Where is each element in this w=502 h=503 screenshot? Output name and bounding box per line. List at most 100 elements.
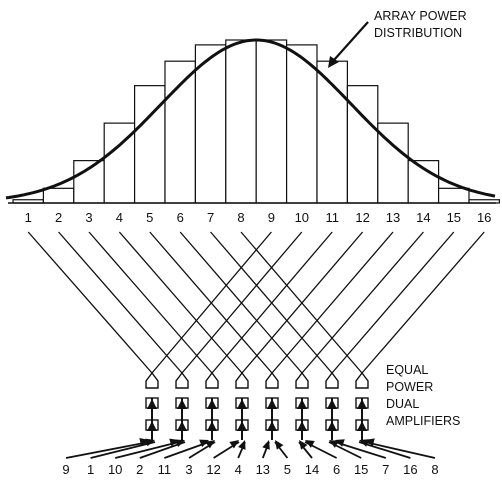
power-bar-8 [225,39,257,204]
annotation-line-1: ARRAY POWER [374,9,467,23]
input-arrowhead-13 [262,440,270,450]
power-bar-6 [164,60,196,204]
feed-line-to-element-1 [27,231,153,374]
amplifier-4 [235,371,249,440]
input-label-9: 9 [62,462,69,477]
amp-splitter [145,371,159,389]
input-label-11: 11 [158,462,172,477]
feed-line-to-element-7 [210,231,333,374]
input-label-15: 15 [354,462,368,477]
amp-label-line-4: AMPLIFIERS [386,414,460,428]
input-arrowhead-8 [365,438,375,447]
amp-flow-arrowhead [237,399,247,409]
amplifier-1 [145,371,159,440]
distribution-curve [5,38,496,200]
input-label-7: 7 [382,462,389,477]
amp-flow-arrowhead [177,421,187,431]
input-arrowhead-6 [305,440,315,448]
input-arrow-8 [364,441,436,459]
element-label-7: 7 [207,210,214,225]
amp-flow-arrowhead [207,421,217,431]
amp-flow-arrowhead [267,399,277,409]
input-label-2: 2 [136,462,143,477]
input-label-12: 12 [206,462,220,477]
amp-flow-arrowhead [237,421,247,431]
feed-lines [27,231,485,374]
input-arrow-1 [90,441,156,459]
element-label-15: 15 [447,210,461,225]
amp-flow-arrowhead [357,399,367,409]
amp-splitter [235,371,249,389]
annotation-arrow [333,21,369,61]
input-label-6: 6 [333,462,340,477]
input-arrow-16 [358,441,411,459]
input-arrowhead-16 [359,439,369,447]
feed-line-to-element-14 [301,231,424,374]
amp-label-line-3: DUAL [386,397,419,411]
element-label-13: 13 [386,210,400,225]
element-label-6: 6 [177,210,184,225]
annotation-line-2: DISTRIBUTION [374,26,462,40]
input-label-13: 13 [256,462,270,477]
element-label-1: 1 [25,210,32,225]
power-bar-7 [194,44,227,204]
input-arrows [65,437,436,459]
input-arrowhead-14 [299,440,308,450]
amp-flow-arrowhead [357,421,367,431]
amp-splitter [355,371,369,389]
feed-line-to-element-15 [331,231,455,374]
element-label-12: 12 [355,210,369,225]
amp-flow-arrowhead [297,421,307,431]
element-label-14: 14 [416,210,430,225]
amp-splitter [295,371,309,389]
element-label-11: 11 [325,210,339,225]
amp-flow-arrowhead [207,399,217,409]
power-bar-11 [316,60,348,204]
feed-line-to-element-6 [179,231,303,374]
feed-line-to-element-3 [88,231,213,374]
amp-splitter [325,371,339,389]
feed-line-to-element-13 [271,231,394,374]
input-arrow-7 [334,441,387,459]
input-arrowhead-5 [275,440,284,450]
input-label-4: 4 [235,462,242,477]
feed-line-to-element-16 [361,231,485,374]
feed-line-to-element-2 [58,231,183,374]
input-arrow-10 [114,441,180,459]
dual-amplifiers [145,371,369,440]
power-bar-2 [42,187,75,204]
amp-splitter [205,371,219,389]
power-bar-10 [286,44,318,204]
amp-label-line-1: EQUAL [386,363,428,377]
power-bars [12,39,500,204]
input-label-10: 10 [108,462,122,477]
feed-line-to-element-4 [118,231,243,374]
amplifier-5 [265,371,279,440]
input-label-5: 5 [284,462,291,477]
power-bar-15 [438,187,470,204]
input-arrowhead-11 [199,439,209,448]
input-arrowhead-3 [205,440,215,449]
element-label-3: 3 [85,210,92,225]
amp-flow-arrowhead [147,421,157,431]
input-arrowhead-2 [175,439,185,448]
input-arrowhead-4 [238,440,246,450]
amp-splitter [175,371,189,389]
amp-flow-arrowhead [147,399,157,409]
feed-line-to-element-5 [149,231,273,374]
amplifier-8 [355,371,369,440]
amp-label-line-2: POWER [386,380,433,394]
feed-line-to-element-8 [240,231,363,374]
amp-flow-arrowhead [177,399,187,409]
element-label-16: 16 [477,210,491,225]
power-bar-9 [255,39,288,204]
element-label-4: 4 [116,210,123,225]
input-arrowhead-1 [145,438,155,447]
element-label-5: 5 [146,210,153,225]
element-label-8: 8 [237,210,244,225]
amp-flow-arrowhead [297,399,307,409]
amp-splitter [265,371,279,389]
